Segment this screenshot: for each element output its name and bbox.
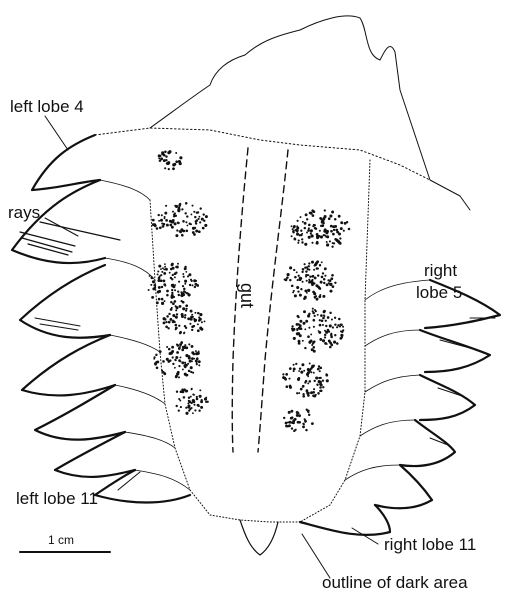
right-lobe-8-outline xyxy=(400,420,455,466)
leader-rays xyxy=(45,218,78,236)
leader-outline-dark xyxy=(302,534,330,578)
leader-right-lobe-11 xyxy=(352,528,378,544)
left-lobe-6-outline xyxy=(20,265,110,338)
label-left-lobe-4: left lobe 4 xyxy=(10,98,84,117)
right-lobe-11-outline xyxy=(300,505,390,535)
label-scale-bar: 1 cm xyxy=(48,534,74,547)
label-gut: gut xyxy=(236,283,257,308)
label-right-lobe-5-line1: right xyxy=(424,262,457,281)
label-left-lobe-11: left lobe 11 xyxy=(16,490,98,509)
label-right-lobe-5-line2: lobe 5 xyxy=(416,284,462,303)
right-lobe-9-outline xyxy=(375,465,432,508)
right-lobe-6-outline xyxy=(420,330,490,372)
head-outline xyxy=(150,16,470,210)
right-lobe-7-outline xyxy=(420,375,475,420)
label-rays: rays xyxy=(8,204,40,223)
label-outline-dark-area: outline of dark area xyxy=(322,574,468,593)
left-lobe-7-outline xyxy=(22,335,115,395)
leader-left-lobe-11 xyxy=(118,472,140,490)
gut-right-wall xyxy=(258,150,288,452)
leader-left-lobe-4 xyxy=(45,116,68,150)
dorsal-edge xyxy=(95,128,430,180)
label-right-lobe-11: right lobe 11 xyxy=(384,536,476,555)
left-lobe-4-outline xyxy=(32,135,100,190)
tail-outline xyxy=(240,520,278,555)
